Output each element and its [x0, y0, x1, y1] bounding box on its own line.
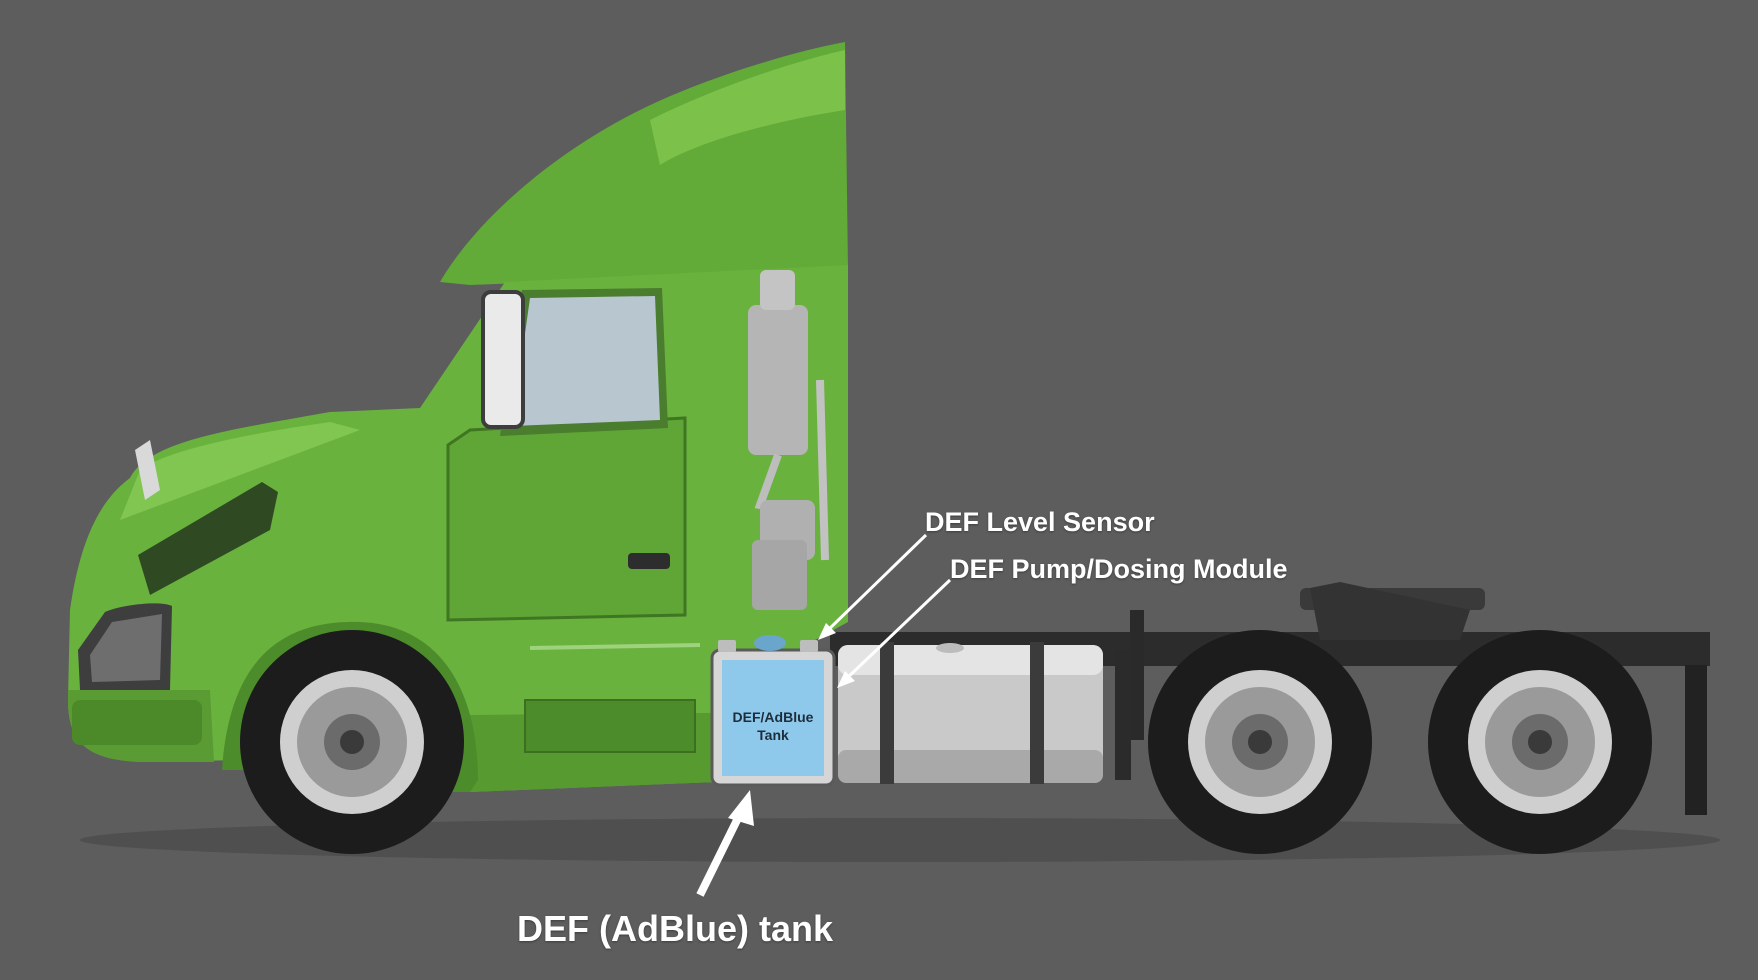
rear-wheel-1 [1148, 630, 1372, 854]
front-wheel [240, 630, 464, 854]
def-pump-dosing-module-label: DEF Pump/Dosing Module [950, 554, 1288, 584]
rear-wheel-2 [1428, 630, 1652, 854]
def-tank: DEF/AdBlue Tank [710, 635, 836, 787]
def-level-sensor-label: DEF Level Sensor [925, 507, 1155, 537]
cab-body [68, 42, 848, 792]
arrow-icon [696, 533, 952, 897]
tank-label-line1: DEF/AdBlue [733, 709, 814, 725]
mud-flap [1115, 650, 1131, 780]
def-adblue-tank-label: DEF (AdBlue) tank [517, 908, 834, 949]
engine-components [748, 270, 829, 610]
tank-label-line2: Tank [757, 727, 789, 743]
fuel-tank [838, 642, 1103, 784]
